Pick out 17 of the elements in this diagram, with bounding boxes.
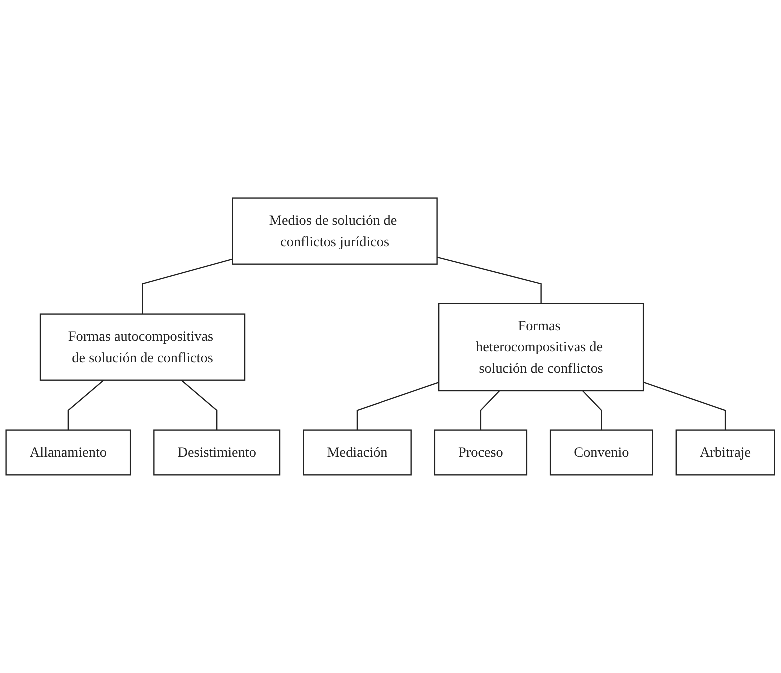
connector <box>356 382 440 430</box>
connector <box>582 390 602 430</box>
node-box: Proceso <box>434 430 528 476</box>
node-box: Formas heterocompositivas de solución de conflictos <box>438 302 644 392</box>
node-box: Formas autocompositivas de solución de conflictos <box>40 314 246 381</box>
node-box: Allanamiento <box>6 430 132 476</box>
node-box: Medios de solución de conflictos jurídicos <box>232 197 438 265</box>
connector <box>181 380 218 430</box>
connector <box>437 256 542 304</box>
connector <box>643 382 726 430</box>
node-box: Mediación <box>303 430 412 476</box>
connector <box>480 390 500 430</box>
node-box: Arbitraje <box>676 430 776 476</box>
connector <box>142 258 233 314</box>
connector <box>68 380 104 430</box>
node-box: Convenio <box>550 430 654 476</box>
node-box: Desistimiento <box>154 430 281 476</box>
